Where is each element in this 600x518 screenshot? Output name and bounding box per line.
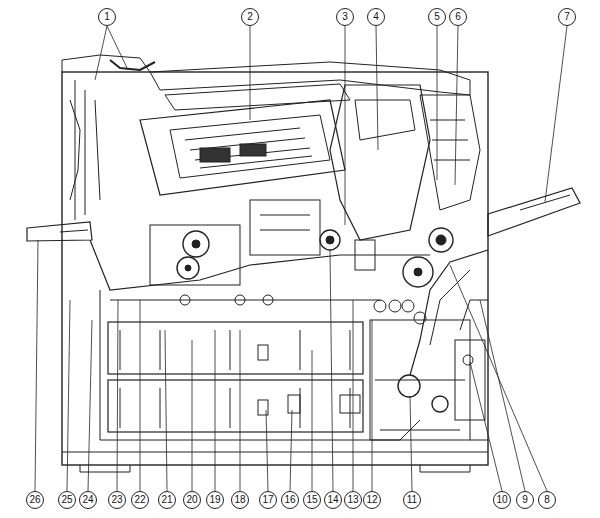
callout-number: 11 <box>403 491 421 509</box>
callout-number: 22 <box>131 491 149 509</box>
callout-number: 6 <box>449 8 467 26</box>
callout-number: 26 <box>26 491 44 509</box>
callout-number: 17 <box>259 491 277 509</box>
callout-number: 18 <box>231 491 249 509</box>
callout-number: 9 <box>516 491 534 509</box>
callout-number: 24 <box>79 491 97 509</box>
callout-number: 12 <box>363 491 381 509</box>
callout-number: 21 <box>158 491 176 509</box>
callout-number: 15 <box>303 491 321 509</box>
callout-number: 14 <box>324 491 342 509</box>
callout-number: 3 <box>336 8 354 26</box>
callout-number: 23 <box>108 491 126 509</box>
callout-number: 13 <box>344 491 362 509</box>
callout-number: 2 <box>241 8 259 26</box>
callout-number: 8 <box>538 491 556 509</box>
callout-number: 25 <box>58 491 76 509</box>
callout-number: 20 <box>183 491 201 509</box>
callout-number: 16 <box>281 491 299 509</box>
callout-number: 4 <box>367 8 385 26</box>
callout-number: 5 <box>428 8 446 26</box>
callout-number: 7 <box>558 8 576 26</box>
callout-number: 1 <box>98 8 116 26</box>
callout-number: 19 <box>206 491 224 509</box>
callout-number: 10 <box>493 491 511 509</box>
